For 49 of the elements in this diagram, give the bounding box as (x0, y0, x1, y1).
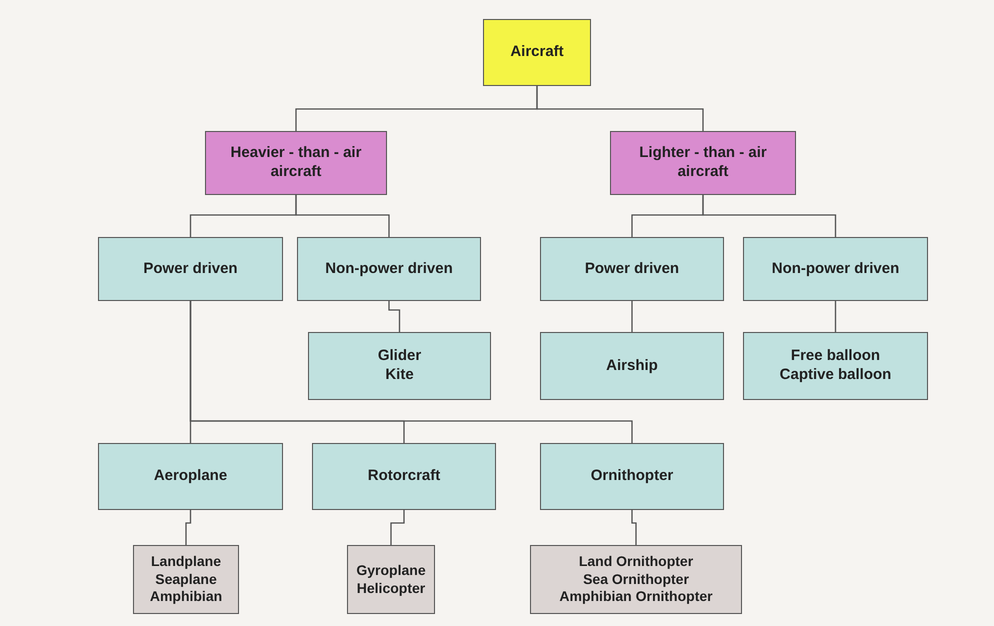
node-label: Amphibian (150, 588, 222, 606)
node-label: Sea Ornithopter (583, 570, 689, 588)
category-box (312, 443, 496, 510)
category-box (133, 545, 239, 614)
category-box (530, 545, 742, 614)
node-label: Land Ornithopter (578, 553, 694, 571)
connector-line (388, 301, 400, 332)
category-box (308, 332, 491, 400)
node-label: Helicopter (356, 580, 426, 597)
category-box (98, 443, 283, 510)
category-box (743, 332, 928, 400)
category-box (540, 237, 724, 301)
connector-line (390, 510, 405, 545)
category-box (743, 237, 928, 301)
node-label: Ornithopter (590, 467, 674, 486)
connector-line (702, 195, 836, 237)
node-label: Free balloon (790, 347, 880, 366)
node-label: Lighter - than - air aircraft (638, 144, 768, 182)
category-box (98, 237, 283, 301)
node-label: Gyroplane (356, 562, 426, 580)
node-label: Seaplane (155, 570, 217, 588)
node-label: Kite (385, 366, 414, 385)
category-box (205, 131, 387, 195)
node-label: Landplane (150, 553, 221, 571)
category-box (297, 237, 481, 301)
category-box (610, 131, 796, 195)
connector-line (190, 301, 633, 443)
node-label: Rotorcraft (368, 467, 440, 486)
node-label: Heavier - than - air aircraft (230, 144, 362, 182)
node-label: Captive balloon (780, 366, 892, 385)
node-label: Non-power driven (772, 260, 900, 278)
category-box (540, 443, 724, 510)
node-label: Aeroplane (154, 467, 228, 486)
node-label: Non-power driven (325, 260, 453, 278)
category-box (540, 332, 724, 400)
connector-line (185, 510, 192, 545)
connector-line (631, 301, 633, 332)
connector-line (631, 510, 637, 545)
category-box (483, 19, 591, 86)
connector-line (295, 195, 390, 237)
node-label: Aircraft (510, 43, 564, 62)
connector-line (834, 301, 836, 332)
node-label: Power driven (143, 260, 238, 278)
category-box (347, 545, 435, 614)
node-label: Airship (606, 356, 658, 376)
node-label: Amphibian Ornithopter (559, 588, 713, 606)
node-label: Glider (378, 347, 422, 366)
node-label: Power driven (584, 260, 680, 278)
connector-line (536, 86, 704, 131)
